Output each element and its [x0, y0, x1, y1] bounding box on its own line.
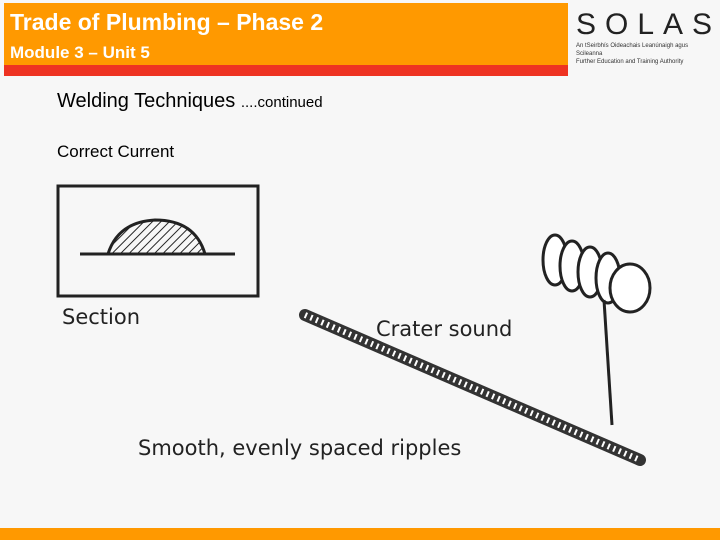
ripples-label: Smooth, evenly spaced ripples	[138, 436, 461, 460]
logo-word: SOLAS	[576, 8, 720, 41]
slide-subtitle: Correct Current	[57, 142, 175, 161]
module-title: Module 3 – Unit 5	[10, 43, 150, 62]
footer-bar	[0, 528, 720, 540]
crater-label: Crater sound	[376, 317, 512, 341]
header-bar	[4, 3, 568, 65]
course-title: Trade of Plumbing – Phase 2	[10, 9, 324, 35]
section-label: Section	[62, 305, 140, 329]
pointer-line	[602, 299, 614, 426]
section-box	[56, 184, 260, 298]
slide-title: Welding Techniques ....continued	[57, 90, 323, 113]
slide-title-suffix: ....continued	[240, 94, 323, 111]
weld-ripples	[303, 312, 642, 463]
header-red-stripe	[4, 65, 568, 76]
slide-title-text: Welding Techniques	[57, 90, 236, 112]
weld-section-bead	[105, 218, 208, 256]
electrode	[541, 233, 652, 314]
logo-tagline-en: Further Education and Training Authority	[576, 59, 684, 65]
solas-logo: SOLAS An tSeirbhís Oideachais Leanúnaigh…	[576, 8, 716, 66]
logo-tagline-ga: An tSeirbhís Oideachais Leanúnaigh agus …	[576, 43, 689, 57]
